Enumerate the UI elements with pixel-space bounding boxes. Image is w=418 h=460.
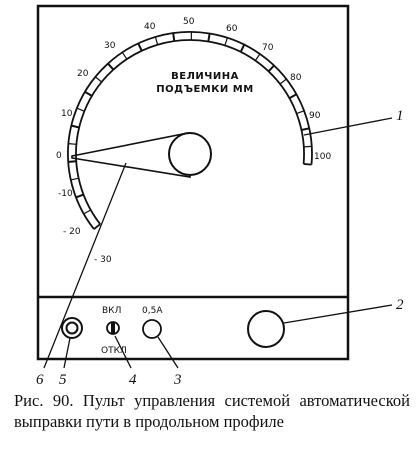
tick-label-80: 80 xyxy=(290,73,302,83)
tick-label-90: 90 xyxy=(309,111,321,121)
signal-lamp-outer xyxy=(61,317,83,339)
tick-label-20: 20 xyxy=(77,69,89,79)
panel-frame xyxy=(36,4,350,361)
scale-tick-mark xyxy=(75,193,84,199)
switch-off-label: ОТКЛ xyxy=(101,346,127,356)
tick-label-10: 10 xyxy=(61,109,73,119)
scale-tick-mark xyxy=(68,143,77,145)
scale-tick-mark xyxy=(172,33,176,42)
scale-tick-mark xyxy=(296,110,305,115)
leader-line-1 xyxy=(303,117,393,136)
scale-tick-mark xyxy=(107,63,115,71)
scale-arc-inner xyxy=(75,39,305,225)
scale-arc-outer xyxy=(67,31,313,230)
callout-4: 4 xyxy=(129,372,137,388)
scale-title-line-1: ВЕЛИЧИНА xyxy=(171,71,239,82)
leader-line-2 xyxy=(283,304,393,324)
leader-line-3 xyxy=(157,336,179,369)
scale-tick-mark xyxy=(267,64,275,73)
signal-lamp-inner xyxy=(65,321,79,335)
scale-tick-mark xyxy=(207,33,211,42)
pointer-hub xyxy=(168,132,212,176)
switch-on-label: ВКЛ xyxy=(102,306,121,316)
scale-tick-mark xyxy=(279,78,287,85)
tick-label-minus-20: - 20 xyxy=(63,227,81,237)
leader-line-6 xyxy=(43,162,127,369)
scale-arc xyxy=(67,31,313,230)
tick-label-50: 50 xyxy=(183,17,195,27)
scale-tick-mark xyxy=(303,145,312,148)
fuse-holder[interactable] xyxy=(142,319,162,339)
callout-6: 6 xyxy=(36,372,44,388)
scale-tick-mark xyxy=(83,209,91,215)
tick-label-100: 100 xyxy=(314,152,331,162)
tick-label-70: 70 xyxy=(262,43,274,53)
scale-tick-mark xyxy=(71,124,80,129)
leader-line-5 xyxy=(63,337,71,369)
toggle-switch-lever[interactable] xyxy=(111,323,115,334)
scale-tick-mark xyxy=(95,76,102,83)
tick-label-0: 0 xyxy=(56,151,62,161)
adjust-knob[interactable] xyxy=(247,310,285,348)
scale-tick-mark xyxy=(68,160,77,163)
tick-label-40: 40 xyxy=(144,22,156,32)
scale-tick-mark xyxy=(301,127,310,131)
scale-tick-mark xyxy=(121,52,128,60)
tick-label-30: 30 xyxy=(104,41,116,51)
scale-tick-mark xyxy=(70,177,79,181)
tick-label-minus-10: -10 xyxy=(58,189,73,199)
scale-tick-mark xyxy=(224,37,228,46)
scale-title: ВЕЛИЧИНА ПОДЪЕМКИ ММ xyxy=(150,70,260,96)
callout-3: 3 xyxy=(173,372,182,388)
callout-1: 1 xyxy=(396,108,404,124)
control-panel-diagram: - 30 - 20 -10 0 10 20 30 40 50 60 70 80 … xyxy=(36,4,404,388)
scale-title-line-2: ПОДЪЕМКИ ММ xyxy=(156,84,254,95)
pointer-needle xyxy=(71,132,191,178)
scale-arc-cap-end xyxy=(303,163,312,166)
tick-label-minus-30: - 30 xyxy=(94,255,112,265)
scale-tick-mark xyxy=(239,44,246,53)
scale-tick-mark xyxy=(154,36,159,45)
scale-tick-mark xyxy=(76,107,85,112)
callout-2: 2 xyxy=(396,297,404,313)
scale-tick-mark xyxy=(254,53,261,61)
scale-tick-mark xyxy=(84,91,93,97)
figure-caption: Рис. 90. Пульт управления системой автом… xyxy=(14,391,410,431)
callout-5: 5 xyxy=(59,372,67,388)
scale-tick-mark xyxy=(288,93,297,100)
leader-line-4 xyxy=(114,335,132,369)
scale-tick-mark xyxy=(137,43,143,52)
fuse-label: 0,5А xyxy=(142,306,163,316)
scale-arc-cap-start xyxy=(93,223,101,230)
tick-label-60: 60 xyxy=(226,24,238,34)
